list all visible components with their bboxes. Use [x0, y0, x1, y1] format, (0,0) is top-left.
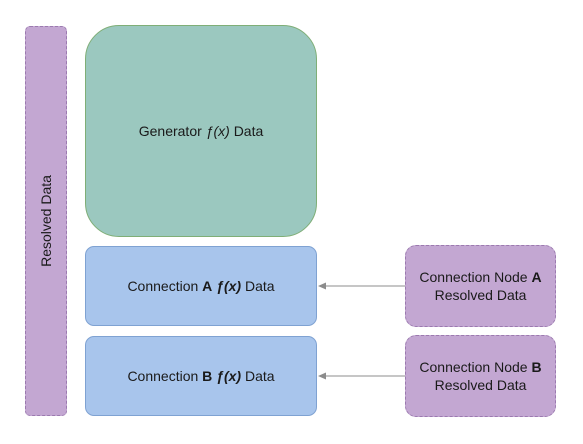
generator-data-box: Generator ƒ(x) Data [85, 25, 317, 237]
connection-b-data-box: Connection B ƒ(x) Data [85, 336, 317, 416]
connection-b-key: B [202, 368, 213, 384]
connection-a-key: A [202, 278, 213, 294]
generator-label: Generator ƒ(x) Data [139, 122, 264, 140]
connection-a-label: Connection A ƒ(x) Data [127, 277, 274, 295]
connection-node-a-key: A [531, 269, 542, 285]
connection-node-b-line1: Connection Node B [419, 358, 541, 376]
arrow-node-a-to-connection-a [318, 282, 405, 290]
connection-a-data-box: Connection A ƒ(x) Data [85, 246, 317, 326]
arrow-b-head [318, 372, 326, 380]
generator-label-suffix: Data [233, 123, 264, 139]
arrow-a-head [318, 282, 326, 290]
connection-a-fx: ƒ(x) [216, 278, 242, 294]
generator-label-prefix: Generator [138, 123, 202, 139]
connection-b-fx: ƒ(x) [216, 368, 242, 384]
connection-b-prefix: Connection [127, 368, 199, 384]
connection-node-a-box: Connection Node A Resolved Data [405, 245, 556, 327]
connection-node-b-key: B [531, 359, 542, 375]
arrow-node-b-to-connection-b [318, 372, 405, 380]
resolved-data-bar: Resolved Data [25, 26, 67, 416]
connection-a-suffix: Data [244, 278, 275, 294]
connection-node-b-box: Connection Node B Resolved Data [405, 335, 556, 417]
connection-a-prefix: Connection [127, 278, 199, 294]
connection-node-a-line2: Resolved Data [434, 287, 527, 303]
connection-b-label: Connection B ƒ(x) Data [127, 367, 274, 385]
connection-node-a-line1: Connection Node A [419, 268, 541, 286]
connection-node-b-line2: Resolved Data [434, 377, 527, 393]
connection-node-a-prefix: Connection Node [419, 269, 528, 285]
connection-b-suffix: Data [244, 368, 275, 384]
connection-node-b-prefix: Connection Node [419, 359, 528, 375]
generator-fx: ƒ(x) [205, 123, 230, 139]
